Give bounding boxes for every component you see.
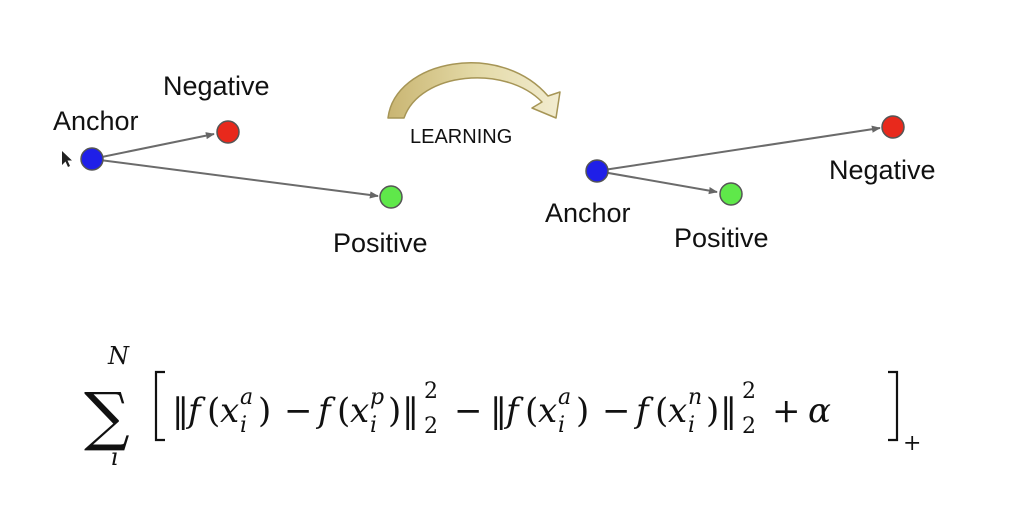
negative-point-after <box>881 115 905 139</box>
plus-sign: + <box>772 391 801 431</box>
f-3: f <box>503 391 524 431</box>
curved-arrow-icon <box>387 62 561 119</box>
after-learning-panel: Anchor Negative Positive <box>545 115 936 253</box>
minus-3: − <box>602 391 631 431</box>
learning-transition: LEARNING <box>387 62 561 148</box>
anchor-negative-arrow-before <box>91 132 215 160</box>
positive-label-before: Positive <box>333 228 428 258</box>
norm-sub-2-2: 2 <box>742 414 756 439</box>
anchor-point-before <box>80 147 104 171</box>
sum-upper-limit: N <box>107 342 130 370</box>
triplet-loss-formula: N ∑ i ‖ f ( x a i ) − f ( x p i ) ‖ 2 2 … <box>84 342 921 471</box>
minus-1: − <box>284 391 313 431</box>
paren-close-1: ) <box>258 391 271 431</box>
x-3: x <box>538 391 557 431</box>
x-1: x <box>220 391 239 431</box>
paren-close-2: ) <box>388 391 401 431</box>
norm-open-2: ‖ <box>490 391 507 431</box>
positive-point-before <box>379 185 403 209</box>
anchor-label-before: Anchor <box>53 106 139 136</box>
sub-i-2: i <box>370 413 377 438</box>
minus-2: − <box>454 391 483 431</box>
negative-label-before: Negative <box>163 71 270 101</box>
anchor-positive-arrow-before <box>91 158 379 199</box>
sub-i-3: i <box>558 413 565 438</box>
x-4: x <box>668 391 687 431</box>
right-bracket <box>888 370 899 442</box>
norm-sup-2-1: 2 <box>424 379 438 404</box>
sum-lower-limit: i <box>111 443 119 471</box>
left-bracket <box>154 370 165 442</box>
norm-sup-2-2: 2 <box>742 379 756 404</box>
paren-open-1: ( <box>207 391 220 431</box>
norm-sub-2-1: 2 <box>424 414 438 439</box>
sub-i-4: i <box>688 413 695 438</box>
sub-i-1: i <box>240 413 247 438</box>
paren-open-2: ( <box>337 391 350 431</box>
paren-close-3: ) <box>576 391 589 431</box>
f-4: f <box>633 391 654 431</box>
paren-open-4: ( <box>655 391 668 431</box>
positive-label-after: Positive <box>674 223 769 253</box>
norm-close-1: ‖ <box>402 391 419 431</box>
anchor-label-after: Anchor <box>545 198 631 228</box>
anchor-negative-arrow-after <box>596 125 881 172</box>
mouse-cursor-icon <box>62 151 72 167</box>
paren-close-4: ) <box>706 391 719 431</box>
norm-open-1: ‖ <box>172 391 189 431</box>
positive-point-after <box>719 182 743 206</box>
paren-open-3: ( <box>525 391 538 431</box>
alpha-margin: α <box>808 391 831 431</box>
sup-a-1: a <box>240 385 253 410</box>
x-2: x <box>350 391 369 431</box>
f-1: f <box>185 391 206 431</box>
learning-label: LEARNING <box>410 126 512 148</box>
anchor-positive-arrow-after <box>596 170 718 195</box>
f-2: f <box>315 391 336 431</box>
before-learning-panel: Anchor Negative Positive <box>53 71 428 258</box>
sup-p: p <box>370 385 384 410</box>
sum-symbol: ∑ <box>84 380 130 454</box>
sup-a-2: a <box>558 385 571 410</box>
negative-label-after: Negative <box>829 155 936 185</box>
anchor-point-after <box>585 159 609 183</box>
hinge-plus-subscript: + <box>903 431 921 456</box>
sup-n: n <box>688 385 702 410</box>
norm-close-2: ‖ <box>720 391 737 431</box>
negative-point-before <box>216 120 240 144</box>
